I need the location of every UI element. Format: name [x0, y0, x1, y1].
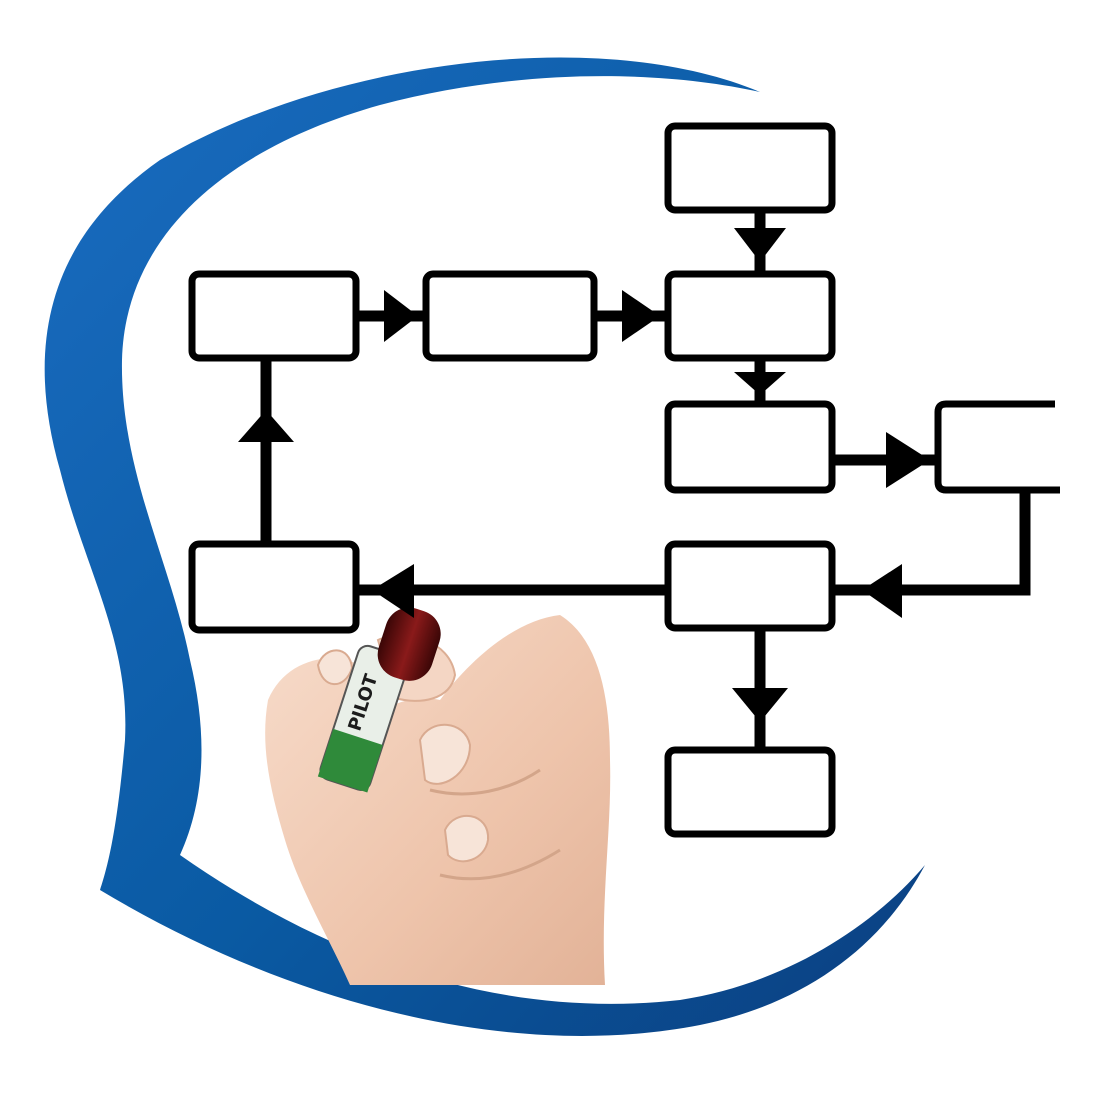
flowchart: [188, 122, 1060, 838]
flowchart-box: [664, 746, 836, 838]
hand-illustration: [265, 615, 611, 985]
flowchart-box: [422, 270, 598, 362]
flowchart-box-cropped: [934, 400, 1060, 494]
connector-loop-back: [832, 490, 1031, 596]
arrowhead-down: [734, 228, 786, 262]
arrowhead-right: [384, 290, 418, 342]
arrowhead-down: [732, 688, 788, 722]
arrowhead-left: [372, 564, 414, 618]
arrowhead-left: [862, 564, 902, 618]
marker-pen: PILOT: [317, 607, 441, 793]
arrowhead-up: [238, 410, 294, 442]
flowchart-box: [664, 400, 836, 494]
flowchart-box: [188, 270, 360, 362]
flowchart-box: [664, 122, 836, 214]
flowchart-box: [664, 540, 836, 632]
arrowhead-right: [622, 290, 660, 342]
flowchart-box: [664, 270, 836, 362]
flowchart-box: [188, 540, 360, 634]
arrowhead-down: [734, 372, 786, 395]
arrowhead-right: [886, 432, 930, 488]
